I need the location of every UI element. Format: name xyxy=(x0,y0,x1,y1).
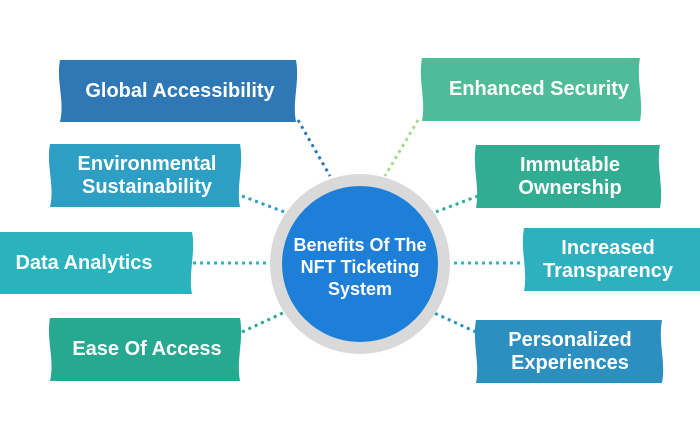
banner-shape-increased-transparency xyxy=(522,228,700,291)
banner-shape-personalized-experiences xyxy=(474,320,664,383)
benefit-label-enhanced-security: Enhanced Security xyxy=(448,78,630,100)
banner-shape-data-analytics xyxy=(0,232,194,294)
center-circle xyxy=(282,186,438,342)
benefit-label-immutable-ownership: Immutable Ownership xyxy=(518,153,622,199)
benefit-label-environmental-sustainability: Environmental Sustainability xyxy=(77,152,217,198)
benefit-label-data-analytics: Data Analytics xyxy=(15,251,153,274)
banner-shape-immutable-ownership xyxy=(474,145,662,208)
banner-shape-enhanced-security xyxy=(420,58,642,121)
benefit-label-ease-of-access: Ease Of Access xyxy=(72,338,222,360)
connector-immutable-ownership xyxy=(432,194,479,215)
benefit-label-increased-transparency: Increased Transparency xyxy=(542,236,674,282)
connector-ease-of-access xyxy=(241,310,286,334)
center-title: Benefits Of The NFT Ticketing System xyxy=(293,235,427,299)
banner-shape-environmental-sustainability xyxy=(48,144,242,207)
benefit-label-personalized-experiences: Personalized Experiences xyxy=(508,328,632,374)
banner-shape-ease-of-access xyxy=(48,318,242,381)
benefit-label-global-accessibility: Global Accessibility xyxy=(85,79,275,102)
connector-global-accessibility xyxy=(296,119,332,177)
connector-enhanced-security xyxy=(383,119,420,177)
connector-environmental-sustainability xyxy=(241,194,288,215)
banner-shape-global-accessibility xyxy=(58,60,298,122)
connector-personalized-experiences xyxy=(431,310,477,334)
connectors xyxy=(193,119,523,334)
